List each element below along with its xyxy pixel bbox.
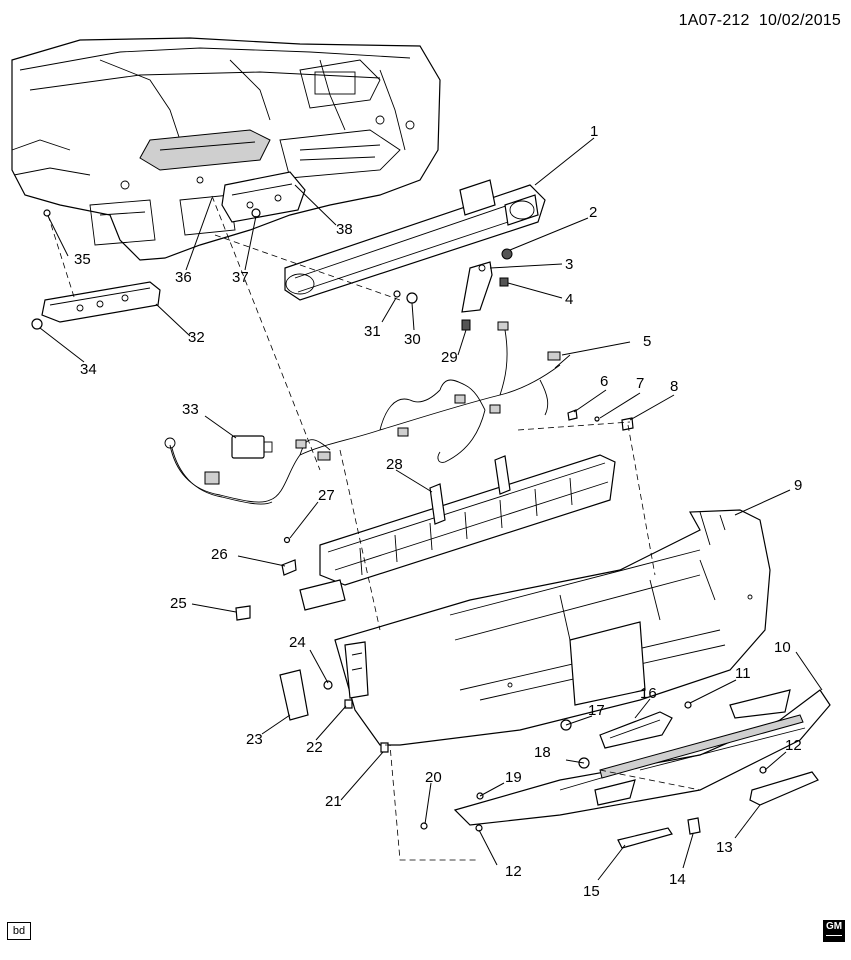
callout-20: 20 bbox=[425, 769, 442, 786]
bd-tag: bd bbox=[7, 922, 31, 940]
callout-22: 22 bbox=[306, 739, 323, 756]
part-10-diffuser bbox=[453, 689, 831, 826]
callout-29: 29 bbox=[441, 349, 458, 366]
part-23-reflector bbox=[279, 669, 309, 721]
callout-7: 7 bbox=[636, 375, 644, 392]
callout-15: 15 bbox=[583, 883, 600, 900]
diagram-header: 1A07-212 10/02/2015 bbox=[679, 12, 841, 30]
callout-12-right: 12 bbox=[785, 737, 802, 754]
gm-logo: GM bbox=[823, 920, 845, 942]
gm-logo-text: GM bbox=[825, 921, 843, 932]
callout-13: 13 bbox=[716, 839, 733, 856]
callout-19: 19 bbox=[505, 769, 522, 786]
gm-logo-rule bbox=[826, 935, 842, 936]
callout-2: 2 bbox=[589, 204, 597, 221]
callout-28: 28 bbox=[386, 456, 403, 473]
callout-24: 24 bbox=[289, 634, 306, 651]
callout-9: 9 bbox=[794, 477, 802, 494]
callout-labels: 1 2 3 4 5 6 7 8 9 10 11 12 13 14 15 16 1… bbox=[74, 123, 802, 900]
callout-38: 38 bbox=[336, 221, 353, 238]
part-13-trim bbox=[749, 771, 819, 806]
callout-11: 11 bbox=[735, 665, 751, 682]
part-33-module bbox=[231, 435, 273, 459]
callout-8: 8 bbox=[670, 378, 678, 395]
callout-33: 33 bbox=[182, 401, 199, 418]
fasteners bbox=[31, 208, 767, 835]
part-28-energy-absorber bbox=[299, 454, 616, 611]
part-16-reflector bbox=[599, 711, 673, 749]
callout-25: 25 bbox=[170, 595, 187, 612]
callout-32: 32 bbox=[188, 329, 205, 346]
callout-36: 36 bbox=[175, 269, 192, 286]
callout-35: 35 bbox=[74, 251, 91, 268]
part-1-impact-bar bbox=[284, 179, 546, 301]
diagram-code: 1A07-212 bbox=[678, 12, 750, 29]
callout-37: 37 bbox=[232, 269, 249, 286]
callout-10: 10 bbox=[774, 639, 791, 656]
callout-34: 34 bbox=[80, 361, 97, 378]
callout-3: 3 bbox=[565, 256, 573, 273]
part-15-trim bbox=[617, 827, 673, 849]
callout-23: 23 bbox=[246, 731, 263, 748]
callout-5: 5 bbox=[643, 333, 651, 350]
callout-21: 21 bbox=[325, 793, 342, 810]
callout-1: 1 bbox=[590, 123, 598, 140]
part-5-wiring-harness bbox=[164, 321, 571, 505]
callout-30: 30 bbox=[404, 331, 421, 348]
callout-16: 16 bbox=[640, 685, 657, 702]
callout-12-bottom: 12 bbox=[505, 863, 522, 880]
callout-31: 31 bbox=[364, 323, 381, 340]
diagram-date: 10/02/2015 bbox=[758, 12, 841, 29]
callout-14: 14 bbox=[669, 871, 686, 888]
callout-6: 6 bbox=[600, 373, 608, 390]
alignment-lines bbox=[47, 195, 701, 861]
part-32-bracket bbox=[41, 281, 161, 323]
callout-4: 4 bbox=[565, 291, 573, 308]
callout-26: 26 bbox=[211, 546, 228, 563]
leader-lines bbox=[39, 137, 823, 881]
callout-18: 18 bbox=[534, 744, 551, 761]
part-38-bracket bbox=[221, 171, 306, 223]
part-3-bracket bbox=[461, 261, 493, 313]
vehicle-body bbox=[11, 37, 441, 261]
callout-17: 17 bbox=[588, 702, 605, 719]
callout-27: 27 bbox=[318, 487, 335, 504]
